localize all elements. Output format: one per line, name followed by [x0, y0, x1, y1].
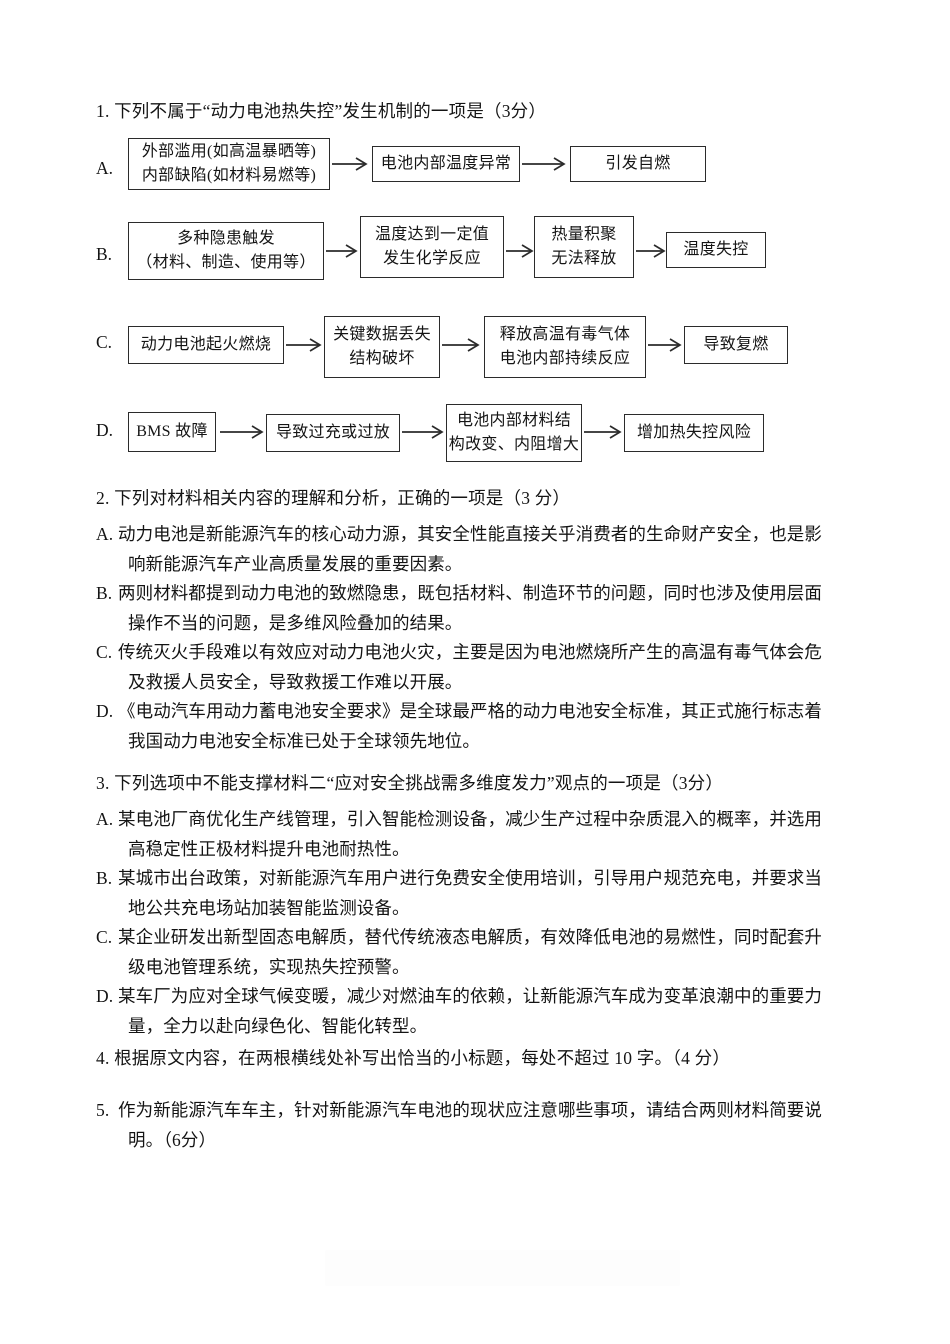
- flow-box-a-1-line-1: 外部滥用(如高温暴晒等): [141, 143, 317, 160]
- question-3-option-c: C. 某企业研发出新型固态电解质，替代传统液态电解质，有效降低电池的易燃性，同时…: [96, 922, 866, 982]
- flow-box-b-1-line-2: （材料、制造、使用等）: [136, 254, 316, 271]
- question-3-option-a-line-1: 某电池厂商优化生产线管理，引入智能检测设备，减少生产过程中杂质混入的概率，并选用: [118, 809, 822, 829]
- flow-arrow-b-2: [506, 244, 536, 258]
- flow-arrow-b-3: [636, 244, 668, 258]
- question-2-option-d: D. 《电动汽车用动力蓄电池安全要求》是全球最严格的动力电池安全标准，其正式施行…: [96, 696, 866, 756]
- flow-arrow-b-1: [326, 244, 360, 258]
- question-2-option-a-label: A.: [96, 524, 114, 544]
- question-2-option-b-label: B.: [96, 583, 113, 603]
- flow-box-b-1-line-1: 多种隐患触发: [177, 230, 275, 247]
- question-2-option-a-line-1: 动力电池是新能源汽车的核心动力源，其安全性能直接关乎消费者的生命财产安全，也是影: [118, 524, 822, 544]
- question-5-line-1: 作为新能源汽车车主，针对新能源汽车电池的现状应注意哪些事项，请结合两则材料简要说: [118, 1100, 822, 1120]
- question-1-stem: 1. 下列不属于“动力电池热失控”发生机制的一项是（3分）: [96, 101, 547, 121]
- question-3-option-d-label: D.: [96, 986, 114, 1006]
- question-2-option-c-line-1: 传统灭火手段难以有效应对动力电池火灾，主要是因为电池燃烧所产生的高温有毒气体会危: [118, 642, 822, 662]
- question-2-option-b-line-2: 操作不当的问题，是多维风险叠加的结果。: [128, 613, 463, 633]
- question-2-option-d-line-1: 《电动汽车用动力蓄电池安全要求》是全球最严格的动力电池安全标准，其正式施行标志着: [118, 701, 822, 721]
- question-2-option-c-line-2: 及救援人员安全，导致救援工作难以开展。: [128, 672, 463, 692]
- question-3-stem: 3. 下列选项中不能支撑材料二“应对安全挑战需多维度发力”观点的一项是（3分）: [96, 773, 724, 793]
- question-3-option-b: B. 某城市出台政策，对新能源汽车用户进行免费安全使用培训，引导用户规范充电，并…: [96, 863, 866, 923]
- question-3-option-a-line-2: 高稳定性正极材料提升电池耐热性。: [128, 839, 410, 859]
- flow-box-d-1: BMS 故障: [128, 412, 216, 452]
- question-3-option-b-label: B.: [96, 868, 113, 888]
- flow-arrow-a-2: [522, 157, 568, 171]
- question-2-option-d-line-2: 我国动力电池安全标准已处于全球领先地位。: [128, 731, 480, 751]
- flow-box-a-1-line-2: 内部缺陷(如材料易燃等): [141, 167, 317, 184]
- question-2-option-b-line-1: 两则材料都提到动力电池的致燃隐患，既包括材料、制造环节的问题，同时也涉及使用层面: [118, 583, 822, 603]
- flow-box-c-3-line-2: 电池内部持续反应: [499, 350, 631, 367]
- question-3-option-d-line-1: 某车厂为应对全球气候变暖，减少对燃油车的依赖，让新能源汽车成为变革浪潮中的重要力: [118, 986, 822, 1006]
- flow-box-a-2: 电池内部温度异常: [372, 146, 520, 182]
- flow-box-a-3-line-1: 引发自燃: [605, 155, 671, 172]
- question-3-option-b-line-2: 地公共充电场站加装智能监测设备。: [128, 898, 410, 918]
- flow-box-d-2-line-1: 导致过充或过放: [275, 424, 391, 441]
- flow-box-b-1: 多种隐患触发 （材料、制造、使用等）: [128, 222, 324, 280]
- flow-arrow-c-2: [442, 338, 482, 352]
- flow-arrow-d-3: [584, 425, 624, 439]
- question-2-option-b: B. 两则材料都提到动力电池的致燃隐患，既包括材料、制造环节的问题，同时也涉及使…: [96, 578, 866, 638]
- question-2-option-a-line-2: 响新能源汽车产业高质量发展的重要因素。: [128, 554, 463, 574]
- flow-box-b-4: 温度失控: [666, 232, 766, 268]
- flow-box-d-1-line-1: BMS 故障: [136, 423, 208, 440]
- flow-box-b-2-line-2: 发生化学反应: [383, 250, 481, 267]
- flowchart-row-a-label: A.: [96, 158, 114, 178]
- flow-box-b-4-line-1: 温度失控: [683, 241, 749, 258]
- question-3-option-c-line-2: 级电池管理系统，实现热失控预警。: [128, 957, 410, 977]
- question-3-option-d-line-2: 量，全力以赴向绿色化、智能化转型。: [128, 1016, 428, 1036]
- question-2-option-c-label: C.: [96, 642, 113, 662]
- question-5: 5. 作为新能源汽车车主，针对新能源汽车电池的现状应注意哪些事项，请结合两则材料…: [96, 1095, 876, 1155]
- flow-box-a-2-line-1: 电池内部温度异常: [380, 155, 512, 172]
- flow-box-c-4-line-1: 导致复燃: [703, 336, 769, 353]
- flow-box-a-1: 外部滥用(如高温暴晒等) 内部缺陷(如材料易燃等): [128, 138, 330, 190]
- flow-box-d-2: 导致过充或过放: [266, 414, 400, 452]
- flow-box-c-2-line-1: 关键数据丢失: [333, 326, 431, 343]
- question-3-option-a-label: A.: [96, 809, 114, 829]
- flow-box-c-2-line-2: 结构破坏: [349, 350, 415, 367]
- question-3-option-c-label: C.: [96, 927, 113, 947]
- flow-box-d-3-line-2: 构改变、内阻增大: [448, 436, 580, 453]
- question-3-option-b-line-1: 某城市出台政策，对新能源汽车用户进行免费安全使用培训，引导用户规范充电，并要求当: [118, 868, 822, 888]
- question-2-option-c: C. 传统灭火手段难以有效应对动力电池火灾，主要是因为电池燃烧所产生的高温有毒气…: [96, 637, 866, 697]
- question-3-option-d: D. 某车厂为应对全球气候变暖，减少对燃油车的依赖，让新能源汽车成为变革浪潮中的…: [96, 981, 866, 1041]
- flow-box-c-3-line-1: 释放高温有毒气体: [499, 326, 631, 343]
- flow-box-d-4: 增加热失控风险: [624, 414, 764, 452]
- flow-box-b-2-line-1: 温度达到一定值: [374, 226, 490, 243]
- flow-box-c-4: 导致复燃: [684, 326, 788, 364]
- flow-box-b-3-line-1: 热量积聚: [551, 226, 617, 243]
- flow-arrow-c-1: [286, 338, 324, 352]
- question-4-stem: 4. 根据原文内容，在两根横线处补写出恰当的小标题，每处不超过 10 字。（4 …: [96, 1048, 731, 1068]
- flow-box-b-3: 热量积聚 无法释放: [534, 216, 634, 278]
- flow-box-c-2: 关键数据丢失 结构破坏: [324, 316, 440, 378]
- question-3-option-c-line-1: 某企业研发出新型固态电解质，替代传统液态电解质，有效降低电池的易燃性，同时配套升: [118, 927, 822, 947]
- flow-box-c-3: 释放高温有毒气体 电池内部持续反应: [484, 316, 646, 378]
- flow-arrow-a-1: [332, 157, 370, 171]
- flow-box-d-3: 电池内部材料结 构改变、内阻增大: [446, 404, 582, 462]
- flow-box-a-3: 引发自燃: [570, 146, 706, 182]
- flow-box-d-4-line-1: 增加热失控风险: [636, 424, 752, 441]
- flowchart-row-b-label: B.: [96, 244, 113, 264]
- flow-box-d-3-line-1: 电池内部材料结: [456, 412, 572, 429]
- flowchart-row-c-label: C.: [96, 332, 113, 352]
- question-2-stem: 2. 下列对材料相关内容的理解和分析，正确的一项是（3 分）: [96, 488, 571, 508]
- flow-arrow-d-2: [402, 425, 446, 439]
- flow-box-c-1: 动力电池起火燃烧: [128, 326, 284, 364]
- scan-artifact-band: [325, 1250, 680, 1286]
- flowchart-row-d-label: D.: [96, 420, 114, 440]
- question-5-line-2: 明。（6分）: [128, 1130, 217, 1150]
- question-2-option-a: A. 动力电池是新能源汽车的核心动力源，其安全性能直接关乎消费者的生命财产安全，…: [96, 519, 866, 579]
- flow-box-c-1-line-1: 动力电池起火燃烧: [140, 336, 272, 353]
- flow-arrow-c-3: [648, 338, 684, 352]
- flow-box-b-3-line-2: 无法释放: [551, 250, 617, 267]
- flow-box-b-2: 温度达到一定值 发生化学反应: [360, 216, 504, 278]
- question-2-option-d-label: D.: [96, 701, 114, 721]
- flow-arrow-d-1: [220, 425, 266, 439]
- question-3-option-a: A. 某电池厂商优化生产线管理，引入智能检测设备，减少生产过程中杂质混入的概率，…: [96, 804, 866, 864]
- question-5-label: 5.: [96, 1100, 110, 1120]
